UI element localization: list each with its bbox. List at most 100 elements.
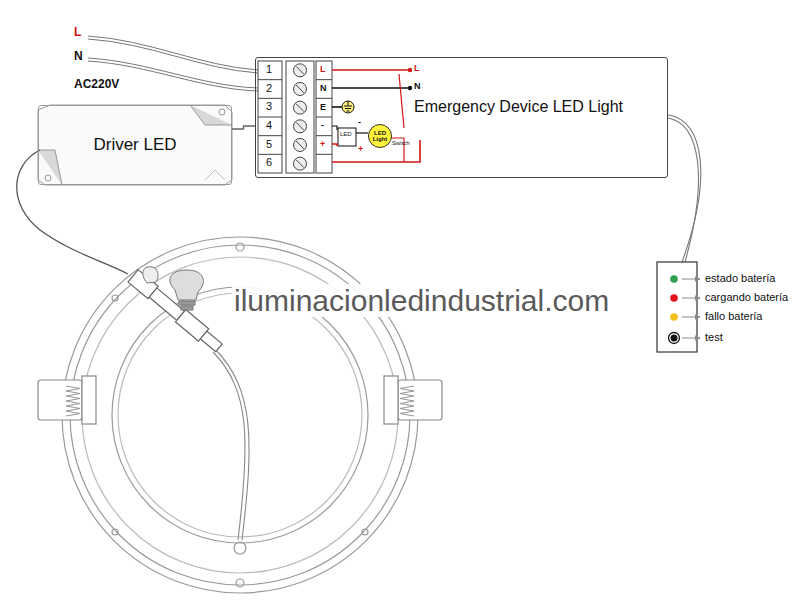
indicator-panel-part <box>670 313 678 321</box>
terminal-block-part-part <box>316 135 332 136</box>
terminal-signal: N <box>320 84 327 94</box>
leader-arrows-part <box>682 338 700 339</box>
leader-arrows-part <box>682 279 700 280</box>
terminal-block-part-part <box>316 79 332 80</box>
indicator-label: cargando batería <box>705 291 788 303</box>
bulb-icon-part <box>143 267 158 283</box>
driver-wire <box>232 126 255 129</box>
driver-housing-part <box>219 109 225 115</box>
terminal-block-part-part <box>294 82 307 95</box>
terminal-number: 1 <box>266 63 272 75</box>
indicator-label: fallo batería <box>705 310 762 322</box>
terminal-block-part-part <box>296 122 304 130</box>
leader-arrows <box>682 279 700 338</box>
terminal-signal: + <box>320 140 325 150</box>
lamp-cable <box>17 150 128 274</box>
indicator-label: estado batería <box>705 272 775 284</box>
spring-clips-part-part <box>400 396 414 401</box>
internal-wiring-part <box>408 68 412 72</box>
led-light-label: LED Light <box>371 130 389 143</box>
terminal-block-part-part <box>258 98 282 99</box>
terminal-block-part-part <box>296 66 304 74</box>
terminal-block-part-part <box>294 120 307 133</box>
indicator-panel-part <box>671 335 678 342</box>
downlight-panel-part <box>118 293 362 537</box>
terminal-number: 5 <box>266 138 272 150</box>
internal-wiring-part <box>408 86 412 90</box>
lamp-connector-part <box>128 270 224 354</box>
driver-housing-part <box>205 170 225 180</box>
terminal-block-part <box>316 61 332 173</box>
internal-wiring <box>332 68 420 162</box>
mains-neutral: N <box>74 50 83 63</box>
terminal-block-part-part <box>296 141 304 149</box>
spring-clips-part-part <box>400 386 414 391</box>
lamp-lead-part <box>216 350 249 540</box>
lamp-connector-part-part <box>200 331 222 352</box>
spring-clips-part-part <box>66 386 80 391</box>
terminal-block-part-part <box>296 104 304 112</box>
bulb-icon-part <box>179 301 195 305</box>
driver-housing-part <box>45 175 51 181</box>
indicator-panel-part <box>670 294 678 302</box>
spring-clips-part-part <box>66 401 80 406</box>
internal-wiring-part <box>332 126 337 130</box>
terminal-block-part <box>258 64 332 170</box>
driver-housing-part <box>38 105 232 185</box>
terminal-block-part-part <box>258 135 282 136</box>
terminal-block-part-part <box>258 117 282 118</box>
spring-clips-part <box>398 380 442 420</box>
terminal-block-part-part <box>316 154 332 155</box>
driver-housing-part <box>38 150 62 185</box>
indicator-panel-part <box>669 333 680 344</box>
polarity-sign: - <box>358 118 361 128</box>
spring-clips-part <box>384 376 398 424</box>
spring-clips-part-part <box>66 391 80 396</box>
terminal-block-part-part <box>316 117 332 118</box>
led-light-circle-shape <box>368 124 391 147</box>
spring-clips-part <box>38 380 82 420</box>
mains-wires-part <box>88 36 258 70</box>
switch-label: Switch <box>392 140 410 147</box>
bulb-icon-part <box>170 270 204 300</box>
internal-wiring-part <box>332 87 410 89</box>
mains-phase: L <box>74 26 81 39</box>
terminal-block-part-part <box>258 79 282 80</box>
output-signal: L <box>414 64 420 74</box>
output-signal: N <box>414 82 421 92</box>
indicator-cable-part <box>668 118 698 262</box>
spring-clips-part-part <box>66 406 80 411</box>
leader-arrows-part <box>682 298 700 299</box>
node-title: Driver LED <box>93 135 176 155</box>
terminal-block-part-part <box>296 85 304 93</box>
terminal-block-part-part <box>294 157 307 170</box>
downlight-panel-part <box>112 287 368 543</box>
terminal-block-part-part <box>296 160 304 168</box>
terminal-signal: L <box>320 65 326 75</box>
terminal-number: 4 <box>266 119 272 131</box>
internal-wiring-part <box>332 69 410 71</box>
driver-box: Driver LED <box>38 105 232 185</box>
spring-clips-part <box>82 376 96 424</box>
internal-wiring-part <box>332 106 342 108</box>
internal-wiring-part <box>399 74 404 128</box>
indicator-cable <box>668 115 701 262</box>
downlight-panel-part <box>112 529 118 535</box>
downlight-panel-part <box>234 542 246 554</box>
terminal-signal: E <box>320 103 326 113</box>
internal-wiring-part <box>332 144 337 146</box>
terminal-block <box>258 61 332 173</box>
lamp-cable-part <box>17 150 128 274</box>
supply-voltage: AC220V <box>74 78 119 91</box>
led-module-label: LED <box>340 131 352 138</box>
watermark: iluminacionledindustrial.com <box>232 284 611 317</box>
spring-clips-part-part <box>400 401 414 406</box>
spring-clips-part-part <box>66 411 80 416</box>
indicator-panel-part <box>670 275 678 283</box>
led-light-circle: LED Light <box>368 124 392 148</box>
node-title: Emergency Device LED Light <box>414 98 623 116</box>
lamp-lead-part <box>213 352 245 540</box>
bulb-icon <box>143 267 204 310</box>
leader-arrows-part <box>682 317 700 318</box>
